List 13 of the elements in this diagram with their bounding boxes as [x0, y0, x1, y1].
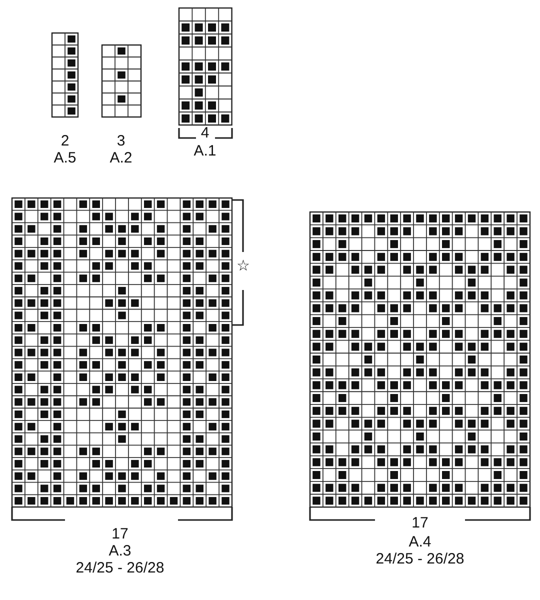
chart-label: A.4 — [408, 534, 432, 550]
chart-label: A.3 — [108, 544, 132, 558]
chart-label: 3 — [116, 134, 126, 148]
chart-label: 4 — [200, 126, 210, 140]
chart-label: 17 — [112, 526, 128, 542]
chart-label: A.2 — [110, 150, 132, 166]
chart-label: 2 — [60, 134, 70, 148]
chart-label: A.1 — [194, 144, 216, 158]
chart-label: 24/25 - 26/28 — [76, 560, 164, 576]
chart-label: A.5 — [54, 150, 76, 166]
chart-label: 17 — [412, 516, 428, 530]
star-symbol: ☆ — [236, 258, 250, 274]
chart-label: 24/25 - 26/28 — [376, 552, 464, 566]
